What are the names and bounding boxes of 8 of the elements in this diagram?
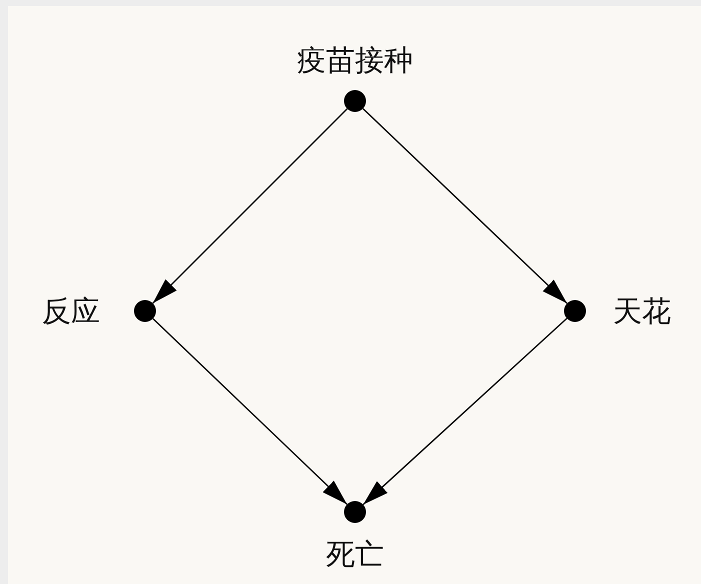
- node-label: 疫苗接种: [297, 42, 413, 78]
- node-label: 反应: [42, 293, 100, 329]
- node-label: 死亡: [326, 536, 384, 572]
- arrow: [362, 108, 568, 304]
- node-label: 天花: [613, 293, 671, 329]
- arrow: [152, 318, 348, 505]
- arrow: [362, 318, 568, 506]
- arrow: [152, 108, 348, 304]
